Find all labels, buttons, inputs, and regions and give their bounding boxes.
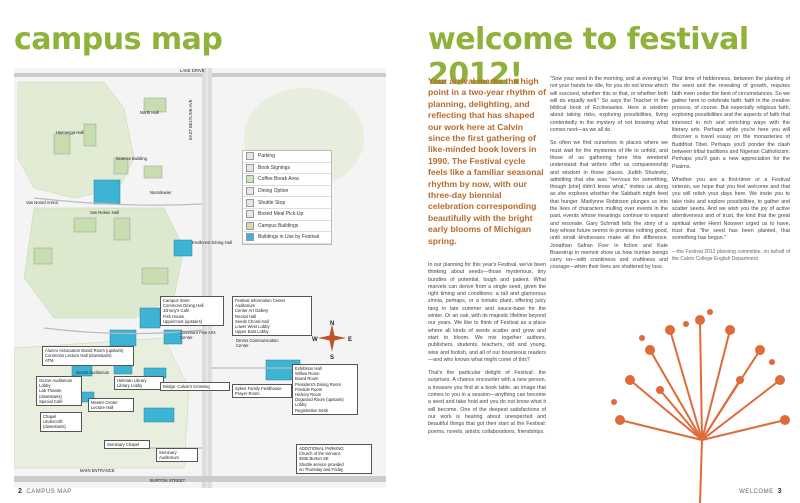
page-title-campus-map: campus map [14,22,223,57]
right-folio-label: WELCOME [739,489,774,495]
body-column-2: "Sow your seed in the morning, and at ev… [550,76,668,278]
legend-item: Book Signings [243,163,331,175]
legend-item: Boxed Meal Pick-Up [243,209,331,221]
label-noordewier: Noordewier [150,190,172,195]
legend-swatch [246,175,254,184]
body-paragraph: In our planning for this year's Festival… [428,262,546,363]
label-north-hall: North Hall [140,110,159,115]
attribution: —the Festival 2012 planning committee, o… [672,248,790,262]
compass-n: N [330,321,335,327]
label-gezon: Gezon Auditorium [76,370,110,375]
body-paragraph: Whether you are a first-timer or a Festi… [672,176,790,242]
box-library: Hekman Library Library Lobby [114,376,164,391]
box-festival-info: Festival Information Center Auditorium C… [232,296,312,337]
legend-item: Buildings in Use by Festival [243,232,331,244]
right-page: welcome to festival 2012! Your arrival m… [400,0,800,503]
legend-swatch [246,163,254,172]
body-paragraph: That time of hiddenness, between the pla… [672,76,790,170]
legend-item: Dining Option [243,186,331,198]
body-paragraph: That's the particular delight of Festiva… [428,370,546,435]
legend-label: Book Signings [258,164,290,171]
legend-item: Coffee Break Area [243,174,331,186]
road-burton: BURTON STREET [150,478,186,483]
label-knollcrest-dining: Knollcrest Dining Hall [192,240,232,245]
road-lake-drive: LAKE DRIVE [180,68,205,73]
right-page-number: 3 [777,488,782,495]
legend-swatch [246,198,254,207]
box-alumni: Alumni Association Board Room (upstairs)… [42,346,134,366]
label-hiemenga: Hiemenga Hall [56,130,84,135]
box-meeter: Meeter Center Lecture Hall [88,398,134,413]
legend-label: Dining Option [258,188,289,195]
label-covenant: Covenant Fine Arts Center [180,330,216,340]
box-spoelhof: Sykes Family Fieldhouse Prayer Room [232,384,292,399]
left-page-number: 2 [18,488,23,495]
label-devos: DeVos Communication Center [236,338,279,348]
legend-label: Boxed Meal Pick-Up [258,211,304,218]
legend-label: Coffee Break Area [258,176,299,183]
intro-paragraph: Your arrival marks the high point in a t… [428,76,546,246]
label-science: Science Building [116,156,147,161]
body-column-3: That time of hiddenness, between the pla… [672,76,790,263]
compass-w: W [312,337,318,343]
box-additional-parking: ADDITIONAL PARKING Church of the Servant… [296,444,372,475]
road-main-entrance: MAIN ENTRANCE [80,468,115,473]
road-east-beltline: EAST BELTLINE AVE [188,99,193,141]
box-chapel: Chapel Undercroft (downstairs) [40,412,82,432]
label-van-reken: Van Reken Hall [90,210,119,215]
left-folio-label: CAMPUS MAP [26,489,72,495]
legend-label: Campus Buildings [258,222,299,229]
box-prince-conference: Exhibition Hall Willow Room Board Room P… [292,364,358,415]
box-campus-store: Campus Store Commons Dining Hall Johnny'… [160,296,224,327]
box-bridge: Bridge: Calvin's Crossing [160,382,230,392]
compass-rose [318,324,346,352]
legend-swatch [246,187,254,196]
legend-item: Parking [243,151,331,163]
legend-label: Shuttle Stop [258,199,286,206]
box-seminary-chapel: Seminary Chapel [104,440,150,450]
legend-swatch [246,210,254,219]
legend-swatch [246,233,254,242]
legend-swatch [246,152,254,161]
compass-s: S [330,355,335,361]
flower-illustration [611,309,790,503]
body-column-1: In our planning for this year's Festival… [428,262,546,442]
legend-label: Parking [258,153,275,160]
compass-e: E [348,337,353,343]
left-page: campus map [14,22,386,495]
legend-swatch [246,221,254,230]
box-gezon: Gezon Auditorium Lobby Lab Theatre (down… [36,376,82,407]
legend-item: Shuttle Stop [243,197,331,209]
label-fieldhouse: Van Noord Arena [26,200,58,205]
page-title-welcome: welcome to festival 2012! [428,22,749,92]
body-paragraph: So often we find ourselves in places whe… [550,140,668,271]
legend-item: Campus Buildings [243,221,331,233]
legend-label: Buildings in Use by Festival [258,234,320,241]
box-seminary-auditorium: Seminary Auditorium [156,448,198,463]
body-paragraph: "Sow your seed in the morning, and at ev… [550,76,668,134]
